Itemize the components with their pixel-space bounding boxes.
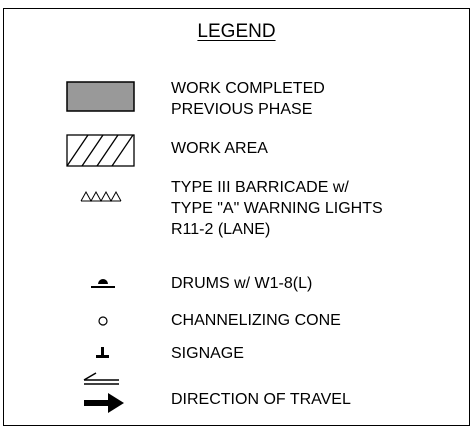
legend-item-label-line: DRUMS w/ W1-8(L)	[171, 275, 313, 292]
drum-icon	[91, 279, 115, 288]
legend-item-label-line: R11-2 (LANE)	[171, 221, 271, 238]
legend-frame: LEGEND WORK COMPLETED PREVIOUS PHASE WOR…	[3, 8, 470, 426]
legend-item-label-line: PREVIOUS PHASE	[171, 101, 313, 118]
gray-filled-rectangle-icon	[66, 81, 135, 112]
legend-item-label-line: SIGNAGE	[171, 345, 244, 362]
legend-item-work-area: WORK AREA	[171, 138, 268, 159]
legend-item-signage: SIGNAGE	[171, 343, 244, 364]
sign-icon	[96, 347, 109, 358]
travel-arrows-icon	[83, 372, 124, 413]
legend-item-direction: DIRECTION OF TRAVEL	[171, 389, 351, 410]
legend-title: LEGEND	[4, 21, 469, 43]
legend-item-label-line: WORK COMPLETED	[171, 80, 325, 97]
legend-item-label-line: DIRECTION OF TRAVEL	[171, 391, 351, 408]
hatched-rectangle-icon	[66, 134, 135, 167]
legend-item-cone: CHANNELIZING CONE	[171, 310, 341, 331]
legend-item-work-completed: WORK COMPLETED PREVIOUS PHASE	[171, 78, 325, 120]
legend-item-label-line: TYPE "A" WARNING LIGHTS	[171, 200, 383, 217]
legend-item-label-line: TYPE III BARRICADE w/	[171, 179, 349, 196]
legend-title-text: LEGEND	[197, 21, 276, 42]
barricade-icon	[80, 190, 122, 203]
legend-item-drums: DRUMS w/ W1-8(L)	[171, 273, 312, 294]
legend-item-barricade: TYPE III BARRICADE w/ TYPE "A" WARNING L…	[171, 177, 383, 240]
legend-item-label-line: CHANNELIZING CONE	[171, 312, 341, 329]
legend-item-label-line: WORK AREA	[171, 140, 268, 157]
cone-icon	[98, 316, 108, 326]
